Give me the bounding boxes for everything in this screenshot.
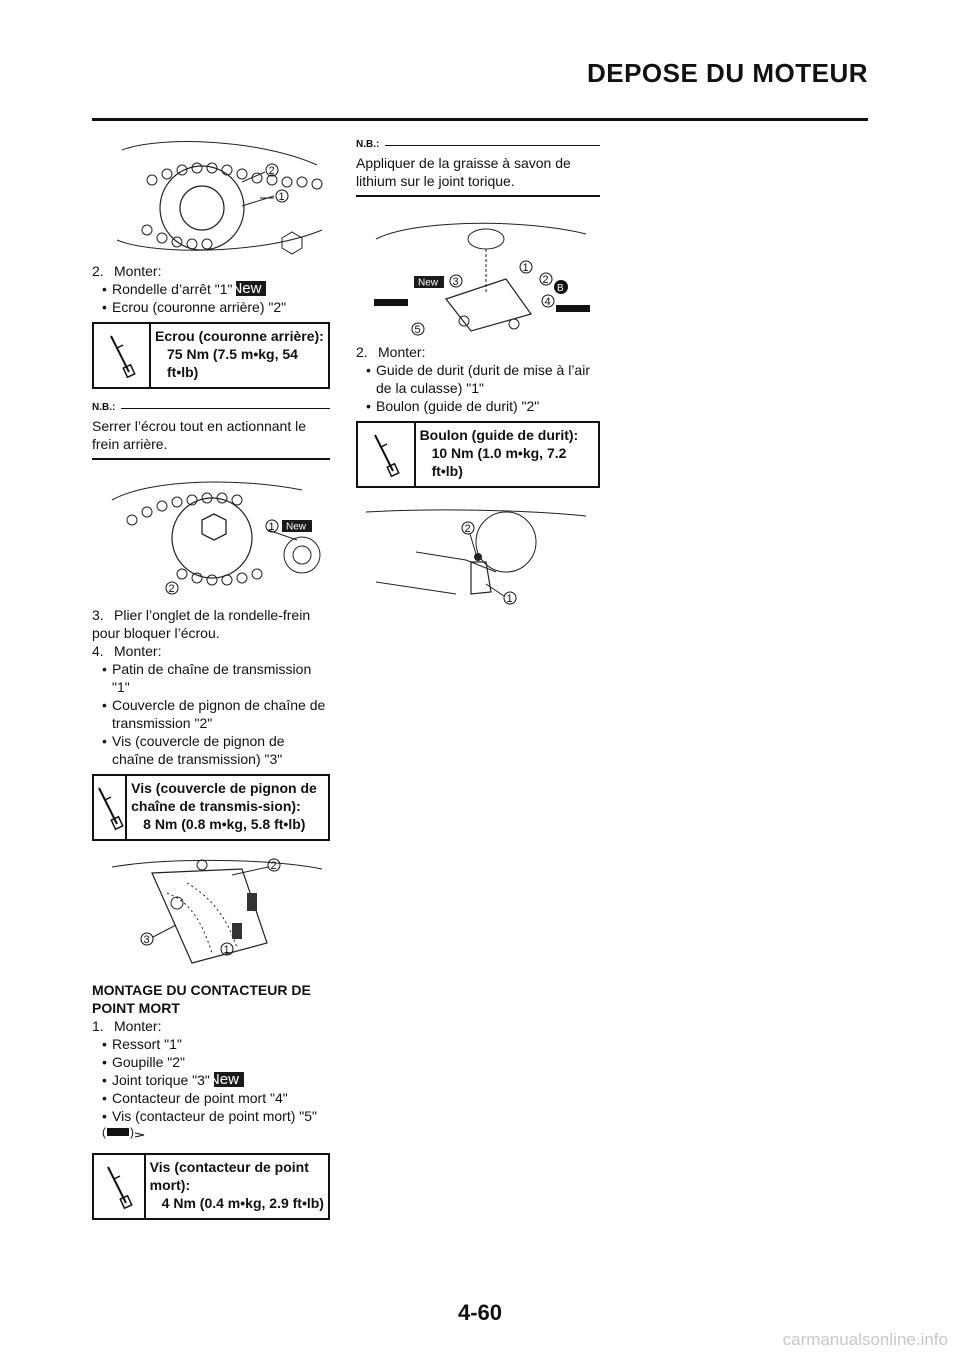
figure-rear-sprocket-nut: 2 1 xyxy=(92,130,330,262)
spec-value: 75 Nm (7.5 m•kg, 54 ft•lb) xyxy=(167,346,298,380)
torque-spec-box: Vis (contacteur de point mort): 4 Nm (0.… xyxy=(92,1153,330,1220)
left-column: 2 1 2.Monter: •Rondelle d’arrêt "1"New •… xyxy=(92,130,330,1230)
callout-1: 1 xyxy=(269,521,275,533)
callout-2: 2 xyxy=(269,165,275,177)
watermark: carmanualsonline.info xyxy=(782,1330,948,1349)
list-item: Couvercle de pignon de chaîne de transmi… xyxy=(112,697,326,731)
torque-wrench-icon xyxy=(109,335,136,378)
spec-title: Vis (contacteur de point mort): xyxy=(149,1159,309,1193)
step-label: Monter: xyxy=(114,1018,162,1034)
note-text: Serrer l’écrou tout en actionnant le fre… xyxy=(92,417,330,460)
step-number: 1. xyxy=(92,1018,104,1034)
note-header: N.B.: xyxy=(92,399,330,417)
step-label: Monter: xyxy=(114,263,162,279)
spec-value: 10 Nm (1.0 m•kg, 7.2 ft•lb) xyxy=(431,445,567,479)
list-item: Guide de durit (durit de mise à l’air de… xyxy=(376,362,590,396)
note-text: Appliquer de la graisse à savon de lithi… xyxy=(356,154,600,197)
list-item: Ressort "1" xyxy=(112,1036,182,1052)
page-header-title: DEPOSE DU MOTEUR xyxy=(586,58,868,88)
note-header: N.B.: xyxy=(356,136,600,154)
callout-b: B xyxy=(557,283,564,294)
torque-wrench-icon xyxy=(106,1166,133,1209)
new-badge: New xyxy=(286,522,307,533)
figure-sprocket-lock-washer: 1 2 New xyxy=(92,470,330,600)
list-item: Boulon (guide de durit) "2" xyxy=(376,398,540,414)
new-badge: New xyxy=(209,1072,244,1087)
callout-1: 1 xyxy=(523,262,529,274)
list-item: Patin de chaîne de transmission "1" xyxy=(112,661,312,695)
torque-spec-box: Boulon (guide de durit): 10 Nm (1.0 m•kg… xyxy=(356,421,600,488)
spec-title: Boulon (guide de durit): xyxy=(419,427,579,443)
callout-2: 2 xyxy=(465,523,471,535)
new-badge: New xyxy=(231,281,267,296)
callout-2: 2 xyxy=(169,583,175,595)
right-column: N.B.: Appliquer de la graisse à savon de… xyxy=(356,130,600,614)
spec-value: 4 Nm (0.4 m•kg, 2.9 ft•lb) xyxy=(161,1195,324,1211)
torque-wrench-icon xyxy=(373,434,400,477)
new-badge: New xyxy=(418,278,439,289)
figure-hose-guide: 2 1 xyxy=(356,502,600,614)
list-item: Ecrou (couronne arrière) "2" xyxy=(112,299,287,315)
step-number: 3. xyxy=(92,607,104,623)
list-item: Vis (contacteur de point mort) "5" xyxy=(112,1108,317,1124)
callout-2: 2 xyxy=(271,860,277,872)
callout-1: 1 xyxy=(507,593,513,605)
step-number: 2. xyxy=(356,344,368,360)
spec-title: Ecrou (couronne arrière): xyxy=(155,328,324,344)
step-number: 4. xyxy=(92,643,104,659)
svg-text:(: ( xyxy=(102,1125,106,1139)
spec-value: 8 Nm (0.8 m•kg, 5.8 ft•lb) xyxy=(143,816,306,832)
step-text: Plier l’onglet de la rondelle-frein pour… xyxy=(92,607,311,641)
callout-5: 5 xyxy=(415,324,421,336)
figure-neutral-switch: B 3 1 2 4 5 New xyxy=(356,209,600,339)
thread-locker-icon: ( ) xyxy=(102,1125,145,1139)
step-label: Monter: xyxy=(114,643,162,659)
section-title: MONTAGE DU CONTACTEUR DE POINT MORT xyxy=(92,982,311,1016)
list-item: Contacteur de point mort "4" xyxy=(112,1090,288,1106)
list-item: Joint torique "3" xyxy=(112,1072,210,1088)
step-number: 2. xyxy=(92,263,104,279)
list-item: Goupille "2" xyxy=(112,1054,185,1070)
callout-1: 1 xyxy=(279,191,285,203)
callout-2: 2 xyxy=(543,274,549,286)
torque-spec-box: Ecrou (couronne arrière): 75 Nm (7.5 m•k… xyxy=(92,322,330,389)
header-rule xyxy=(92,118,868,121)
list-item: Vis (couvercle de pignon de chaîne de tr… xyxy=(112,733,285,767)
step-label: Monter: xyxy=(378,344,426,360)
torque-spec-box: Vis (couvercle de pignon de chaîne de tr… xyxy=(92,774,330,841)
list-item: Rondelle d’arrêt "1" xyxy=(112,281,233,297)
callout-3: 3 xyxy=(144,934,150,946)
spec-title: Vis (couvercle de pignon de chaîne de tr… xyxy=(131,780,317,814)
callout-1: 1 xyxy=(224,944,230,956)
torque-wrench-icon xyxy=(97,787,124,830)
figure-sprocket-cover: 2 3 1 xyxy=(92,853,330,975)
page-number: 4-60 xyxy=(457,1300,503,1325)
svg-text:): ) xyxy=(130,1125,134,1139)
callout-4: 4 xyxy=(545,296,551,308)
callout-3: 3 xyxy=(453,276,459,288)
